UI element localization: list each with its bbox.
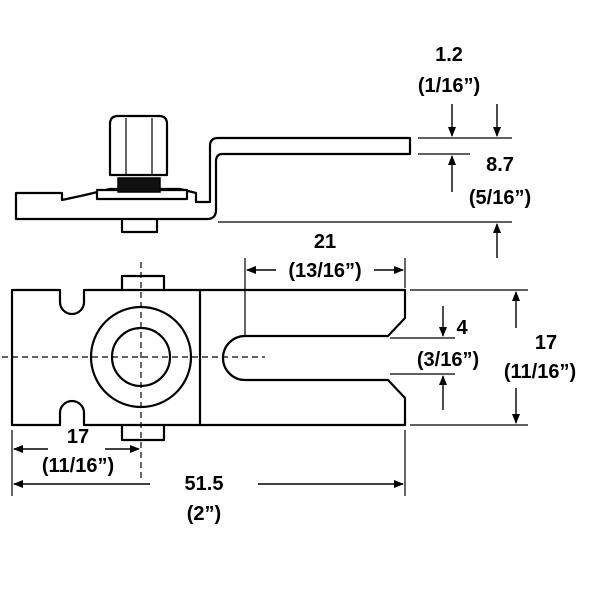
bolt-head bbox=[108, 114, 169, 177]
slot-width-inch-label: (3/16”) bbox=[417, 349, 479, 371]
dimension-overall-length: 51.5 (2”) bbox=[13, 430, 406, 525]
lock-nut bbox=[117, 177, 161, 193]
thickness-mm-label: 1.2 bbox=[435, 44, 463, 66]
top-view bbox=[10, 274, 407, 442]
dimension-thickness: 1.2 (1/16”) bbox=[418, 44, 512, 155]
top-plate bbox=[10, 288, 407, 427]
overall-length-mm-label: 51.5 bbox=[185, 473, 224, 495]
stub-bottom bbox=[120, 422, 166, 442]
dimension-height: 8.7 (5/16”) bbox=[218, 154, 531, 258]
side-plate bbox=[14, 136, 412, 221]
height-mm-label: 8.7 bbox=[486, 154, 514, 176]
dimension-slot-length: 21 (13/16”) bbox=[244, 231, 406, 335]
plate-width-inch-label: (11/16”) bbox=[504, 361, 576, 383]
dimension-slot-width: 4 (3/16”) bbox=[390, 306, 479, 410]
dimension-plate-width: 17 (11/16”) bbox=[410, 289, 576, 426]
slot-width-mm-label: 4 bbox=[456, 317, 468, 339]
thickness-inch-label: (1/16”) bbox=[418, 75, 480, 97]
slot-length-mm-label: 21 bbox=[314, 231, 336, 253]
overall-length-inch-label: (2”) bbox=[187, 503, 221, 525]
height-inch-label: (5/16”) bbox=[469, 187, 531, 209]
hole-offset-inch-label: (11/16”) bbox=[42, 455, 114, 477]
plate-width-mm-label: 17 bbox=[535, 332, 557, 354]
side-view bbox=[14, 114, 412, 234]
slot-length-inch-label: (13/16”) bbox=[288, 260, 361, 282]
dimension-hole-offset: 17 (11/16”) bbox=[11, 426, 140, 496]
hole-offset-mm-label: 17 bbox=[67, 426, 89, 448]
